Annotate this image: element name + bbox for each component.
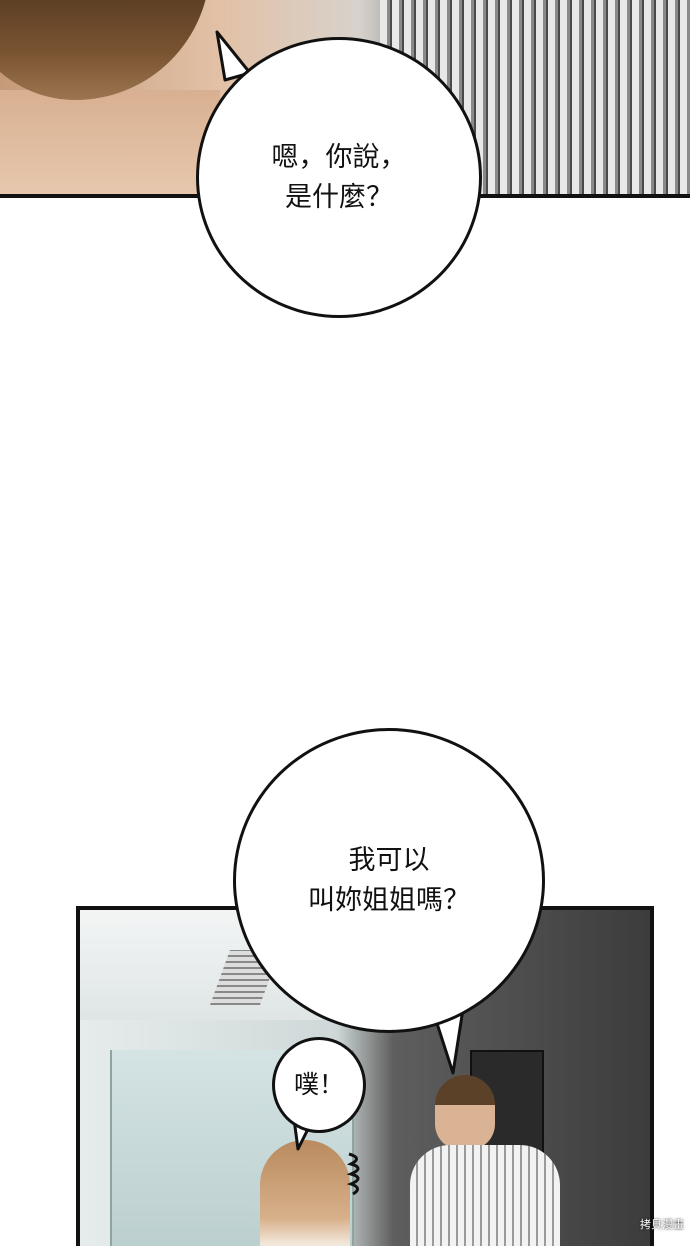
woman-figure-art [260, 1140, 350, 1246]
shoulder-art [0, 90, 220, 194]
watermark: 拷貝漫畫 [640, 1218, 684, 1231]
sound-effect-marks [346, 1152, 360, 1196]
speech-bubble-3-text: 噗！ [293, 1070, 344, 1099]
speech-bubble-3: 噗！ [272, 1037, 366, 1133]
speech-bubble-1: 嗯，你說， 是什麼？ [196, 37, 482, 318]
man-head-art [435, 1075, 495, 1150]
hair-art [0, 0, 210, 100]
speech-bubble-2: 我可以 叫妳姐姐嗎？ [233, 728, 545, 1033]
man-body-art [410, 1145, 560, 1246]
speech-bubble-1-tail [215, 30, 252, 82]
speech-bubble-1-text: 嗯，你說， 是什麼？ [271, 141, 407, 213]
speech-bubble-2-text: 我可以 叫妳姐姐嗎？ [308, 844, 470, 916]
